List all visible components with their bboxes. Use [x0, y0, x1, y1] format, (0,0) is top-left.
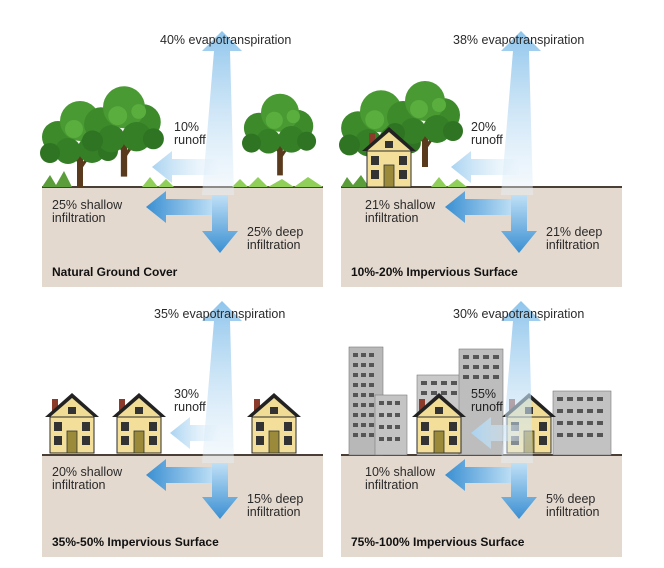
panel-natural-ground-cover: 40% evapotranspiration 10% runoff 25% sh… [38, 31, 323, 287]
panel-title: 10%-20% Impervious Surface [351, 265, 518, 279]
building-icon [374, 394, 408, 456]
shallow-infiltration-label: infiltration [365, 211, 419, 225]
runoff-percent-label: 55% [471, 387, 497, 401]
runoff-arrow [471, 417, 519, 449]
deep-infiltration-label: infiltration [247, 505, 301, 519]
deep-infiltration-arrow [501, 195, 537, 253]
evapotranspiration-arrow [501, 31, 541, 195]
building-icon [552, 390, 612, 456]
tree-icon [240, 92, 318, 177]
deep-infiltration-label: infiltration [546, 505, 600, 519]
evapotranspiration-arrow [202, 301, 242, 463]
grass-icon [431, 177, 467, 187]
shallow-infiltration-arrow [445, 459, 513, 491]
runoff-percent-label: 30% [174, 387, 200, 401]
bush-icon [42, 171, 72, 187]
runoff-arrow [152, 151, 218, 183]
shallow-infiltration-percent-label: 20% shallow [52, 465, 123, 479]
shallow-infiltration-label: infiltration [52, 478, 106, 492]
runoff-arrow [170, 417, 220, 449]
runoff-label: runoff [471, 133, 503, 147]
grass-icon [142, 177, 174, 187]
deep-infiltration-arrow [501, 463, 537, 519]
runoff-percent-label: 20% [471, 120, 497, 134]
house-icon [246, 392, 302, 454]
deep-infiltration-label: infiltration [247, 238, 301, 252]
panel-title: 75%-100% Impervious Surface [351, 535, 525, 549]
evapotranspiration-label: 40% evapotranspiration [160, 33, 292, 47]
runoff-label: runoff [471, 400, 503, 414]
shallow-infiltration-arrow [146, 459, 214, 491]
deep-infiltration-arrow [202, 463, 238, 519]
deep-infiltration-label: infiltration [546, 238, 600, 252]
panel-title: 35%-50% Impervious Surface [52, 535, 219, 549]
panel-illustration [42, 301, 323, 557]
deep-infiltration-percent-label: 25% deep [247, 225, 304, 239]
panel-illustration [341, 301, 622, 557]
panel-10-20-impervious: 38% evapotranspiration 20% runoff 21% sh… [337, 31, 622, 287]
runoff-label: runoff [174, 400, 206, 414]
panel-35-50-impervious: 35% evapotranspiration 30% runoff 20% sh… [42, 301, 323, 557]
shallow-infiltration-label: infiltration [365, 478, 419, 492]
runoff-arrow [451, 151, 519, 183]
evapotranspiration-label: 35% evapotranspiration [154, 307, 286, 321]
evapotranspiration-label: 30% evapotranspiration [453, 307, 585, 321]
bush-icon [341, 175, 369, 187]
deep-infiltration-percent-label: 21% deep [546, 225, 603, 239]
deep-infiltration-percent-label: 5% deep [546, 492, 596, 506]
shallow-infiltration-arrow [445, 191, 513, 223]
grass-icon [232, 177, 323, 187]
tree-icon [80, 84, 166, 179]
shallow-infiltration-percent-label: 25% shallow [52, 198, 123, 212]
panel-title: Natural Ground Cover [52, 265, 178, 279]
deep-infiltration-percent-label: 15% deep [247, 492, 304, 506]
panel-illustration [337, 31, 622, 287]
deep-infiltration-arrow [202, 195, 238, 253]
shallow-infiltration-arrow [146, 191, 214, 223]
house-icon [44, 392, 100, 454]
evapotranspiration-arrow [202, 31, 242, 195]
shallow-infiltration-percent-label: 10% shallow [365, 465, 436, 479]
runoff-percent-label: 10% [174, 120, 200, 134]
evapotranspiration-label: 38% evapotranspiration [453, 33, 585, 47]
house-icon [111, 392, 167, 454]
runoff-label: runoff [174, 133, 206, 147]
panel-75-100-impervious: 30% evapotranspiration 55% runoff 10% sh… [341, 301, 622, 557]
panel-illustration [38, 31, 323, 287]
evapotranspiration-arrow [501, 301, 541, 463]
shallow-infiltration-label: infiltration [52, 211, 106, 225]
shallow-infiltration-percent-label: 21% shallow [365, 198, 436, 212]
